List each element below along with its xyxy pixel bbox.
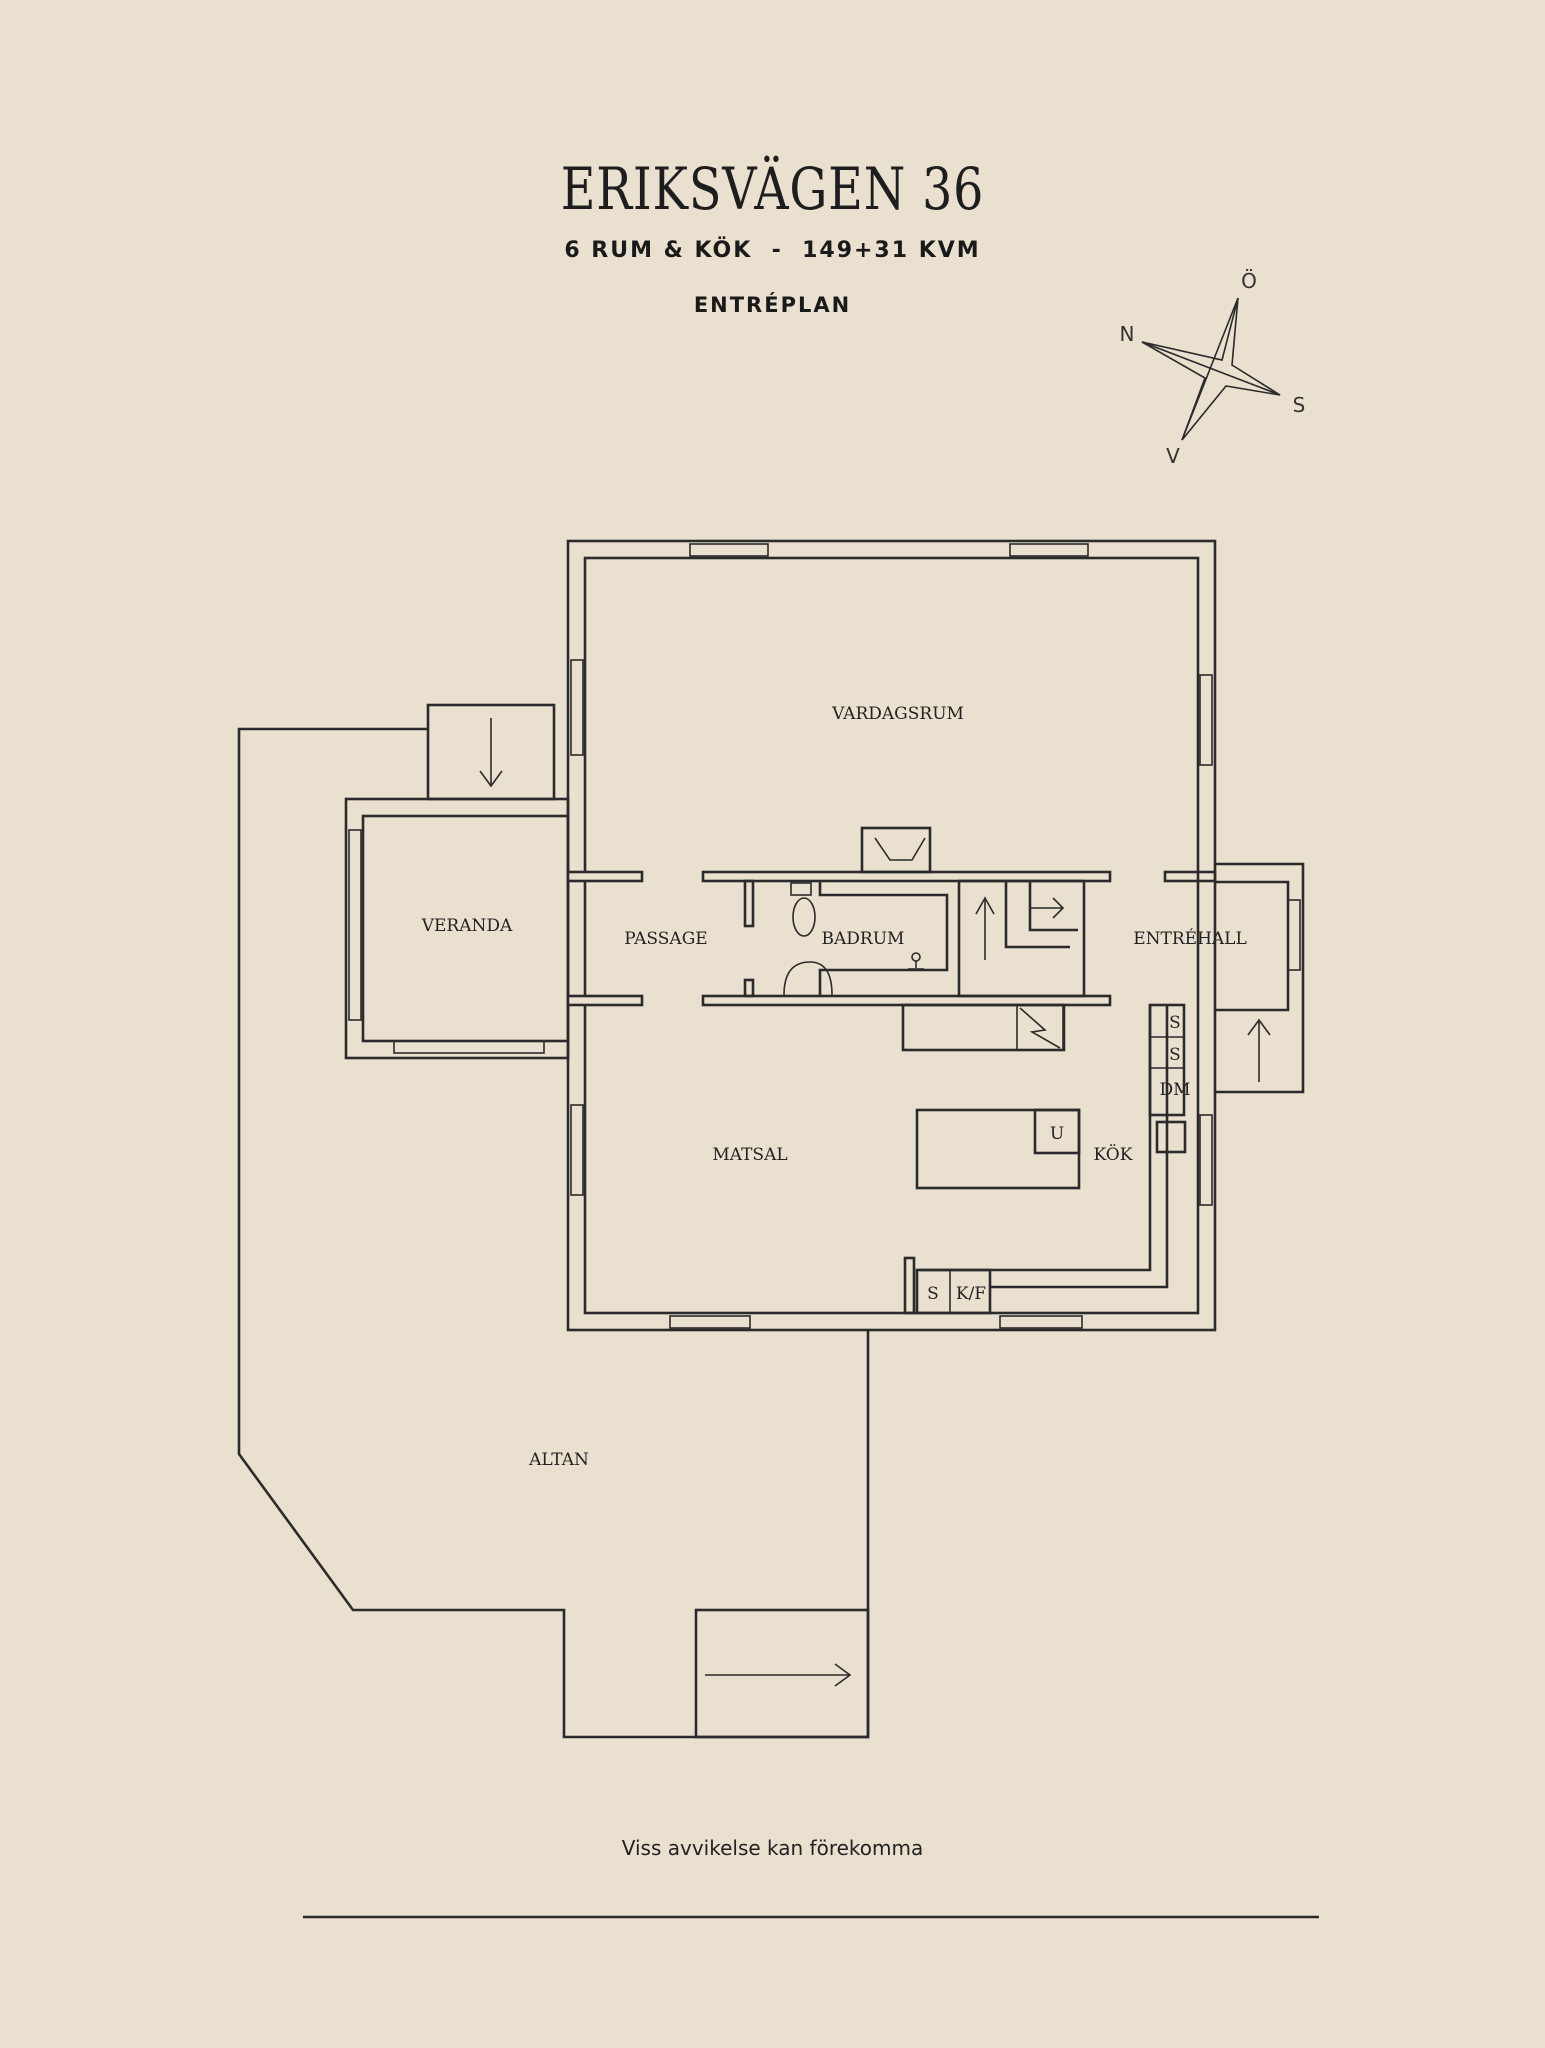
compass-north: N: [1120, 322, 1135, 346]
page-subtitle: 6 RUM & KÖK - 149+31 KVM: [564, 238, 981, 263]
fixture-oven: U: [1050, 1124, 1064, 1144]
veranda-steps: [426, 703, 556, 801]
toilet-icon: [790, 882, 816, 937]
room-label-entrehall: ENTRÉHALL: [1133, 928, 1247, 949]
interior-walls: [566, 826, 1217, 1315]
fixture-fridge-freezer: K/F: [956, 1284, 986, 1304]
room-label-badrum: BADRUM: [822, 929, 905, 949]
arrow-icon: [705, 1663, 852, 1687]
compass-west: V: [1166, 444, 1180, 468]
shower-icon: [908, 952, 924, 970]
room-label-altan: ALTAN: [528, 1450, 589, 1470]
room-label-veranda: VERANDA: [421, 916, 513, 936]
fireplace-icon: [874, 837, 926, 861]
room-label-matsal: MATSAL: [712, 1145, 787, 1165]
floor-level-label: ENTRÉPLAN: [693, 293, 852, 317]
fixture-cabinet: S: [927, 1284, 939, 1304]
entrehall-wall: [1215, 862, 1305, 1094]
arrow-icon: [479, 718, 503, 788]
sink-icon: [783, 961, 833, 996]
electrical-panel-icon: [1016, 1004, 1064, 1051]
compass-rose-icon: Ö N S V: [1120, 269, 1306, 468]
compass-east: Ö: [1241, 269, 1257, 293]
stairs-arrow-icon: [975, 896, 1065, 960]
compass-south: S: [1293, 393, 1306, 417]
disclaimer-text: Viss avvikelse kan förekomma: [621, 1836, 924, 1860]
room-label-vardagsrum: VARDAGSRUM: [831, 704, 964, 724]
room-label-passage: PASSAGE: [624, 929, 707, 949]
veranda-inner-wall: [361, 814, 570, 1043]
fixture-cabinet: S: [1169, 1013, 1181, 1033]
fixture-dividers: [949, 1036, 1184, 1313]
entrehall-inner-wall: [1215, 880, 1290, 1012]
arrow-icon: [1247, 1018, 1271, 1082]
fixture-cabinet: S: [1169, 1045, 1181, 1065]
altan-steps: [694, 1608, 870, 1739]
page-title: ERIKSVÄGEN 36: [560, 155, 985, 223]
fixture-dishwasher: DM: [1159, 1080, 1190, 1100]
room-label-kok: KÖK: [1094, 1144, 1133, 1165]
house-inner-wall: [583, 556, 1200, 1315]
